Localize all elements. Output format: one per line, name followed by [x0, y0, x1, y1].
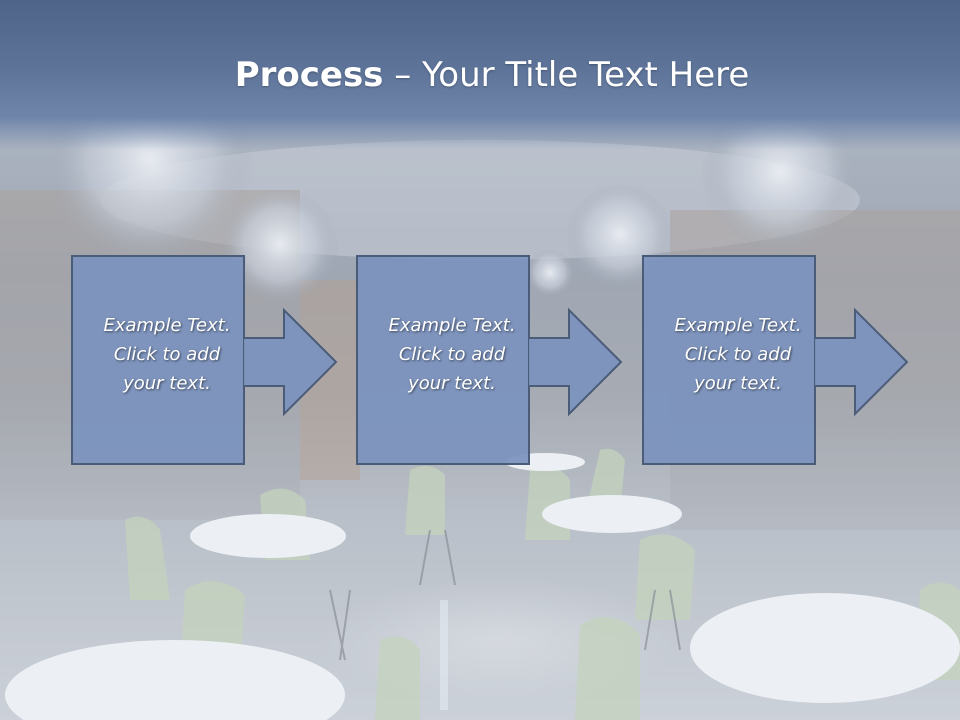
- step-2-line-2: Click to add: [398, 344, 506, 365]
- step-3-line-1: Example Text.: [674, 315, 802, 336]
- slide-title[interactable]: Process – Your Title Text Here: [0, 54, 960, 96]
- step-1-line-2: Click to add: [113, 344, 221, 365]
- process-step-1[interactable]: Example Text. Click to add your text.: [71, 255, 342, 468]
- title-bar: [0, 0, 960, 150]
- step-3-line-2: Click to add: [684, 344, 792, 365]
- step-1-line-1: Example Text.: [103, 315, 231, 336]
- step-shape-1: [71, 255, 338, 465]
- step-1-line-3: your text.: [123, 373, 211, 394]
- step-text-3[interactable]: Example Text. Click to add your text.: [653, 311, 823, 398]
- title-bold-text: Process: [234, 55, 384, 95]
- process-step-2[interactable]: Example Text. Click to add your text.: [356, 255, 627, 468]
- step-text-2[interactable]: Example Text. Click to add your text.: [367, 311, 537, 398]
- step-shape-2: [356, 255, 623, 465]
- title-rest-text: – Your Title Text Here: [383, 55, 750, 95]
- step-2-line-3: your text.: [408, 373, 496, 394]
- step-2-line-1: Example Text.: [388, 315, 516, 336]
- step-text-1[interactable]: Example Text. Click to add your text.: [82, 311, 252, 398]
- step-shape-3: [642, 255, 909, 465]
- process-step-3[interactable]: Example Text. Click to add your text.: [642, 255, 913, 468]
- step-3-line-3: your text.: [694, 373, 782, 394]
